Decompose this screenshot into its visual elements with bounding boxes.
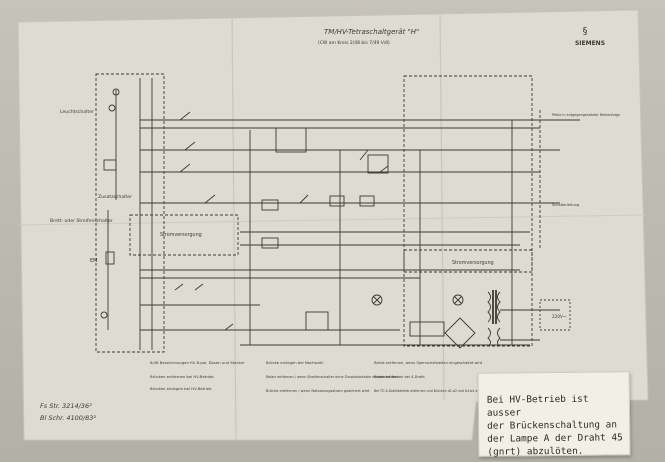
em-coil [105,251,115,265]
legend-item: Relais entfernen / wenn Streifenschalter… [266,375,398,379]
annotation-note: Bei HV-Betrieb ist ausser der Brückensch… [477,371,631,458]
label-schalterleitung: Schalterleitung [552,203,579,207]
annotation-note-text: Bei HV-Betrieb ist ausser der Brückensch… [486,393,623,458]
rectifier-bridge [444,317,476,349]
label-brett-schalter: Brett- oder Streifenschalter [50,218,113,224]
stamp-line-2: Bl Schr. 4100/83² [40,414,96,422]
legend-item: Relais entfernen bei 4-Draht [374,375,425,379]
label-stromversorgung-right: Stromversorgung [452,260,494,266]
label-stromversorgung-left: Stromversorgung [160,232,202,238]
right-module-frame [403,75,533,347]
siemens-logo-mark: § [583,26,588,37]
legend-item: Brücken entfernen bei HV-Betrieb [150,374,214,379]
fold-crease [17,214,646,226]
power-box-left [129,214,239,256]
fold-crease [439,11,445,401]
left-module-frame [95,73,165,353]
stamp-line-1: Fs Str. 3214/36² [40,402,92,410]
lamp-icon [371,294,383,306]
label-em: EM [90,258,97,264]
legend-item: 6/48 Bezeichnungen für 8-pol. Dosen und … [150,360,245,365]
legend-item: Brücken einlegen bei HV-Betrieb [150,386,212,391]
fold-crease [231,13,237,441]
lamp-icon [452,294,464,306]
legend-item: Brücke einlegen bei Nachwahl [266,360,323,365]
circuit-drawing [95,73,580,353]
label-zusatzschalter: Zusatzschalter [98,194,132,200]
label-leuchtschalter: Leuchtschalter [60,109,94,115]
sheet-title: TM/HV-Tetraschaltgerät "H" [324,28,419,36]
sheet-subtitle: (CW am Kreis 2/48 bis 7/49 Vdl) [318,40,390,46]
transformer-icon [487,290,501,347]
siemens-logo: SIEMENS [575,40,605,47]
legend-item: Relais entfernen, wenn Sperrschaltzeiten… [374,361,482,365]
label-right-top: Pfeile in entgegengesetzter Reihenfolge [552,113,620,117]
legend-item: Brücke entfernen / wenn Netzanzugsstrom … [266,389,369,393]
resistor-block [409,321,445,337]
legend-item: Bei TG 4-Drahtbetrieb entfernen und Brüc… [374,389,489,393]
label-220v: 220V~ [552,314,567,319]
legend: 6/48 Bezeichnungen für 8-pol. Dosen und … [150,360,489,393]
